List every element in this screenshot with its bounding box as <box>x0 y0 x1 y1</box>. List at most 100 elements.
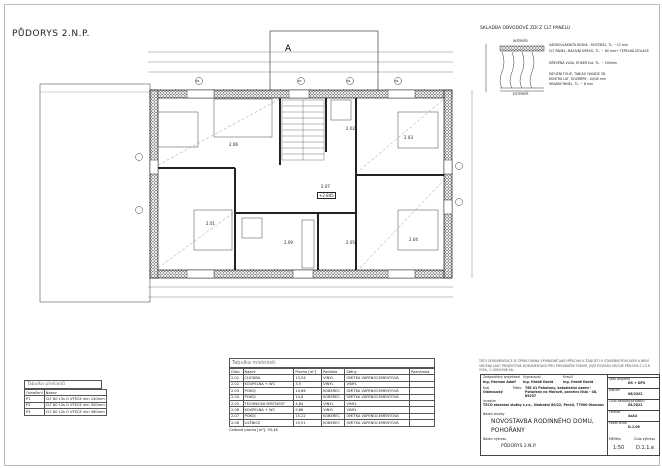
table-cell: VINYL <box>321 380 346 389</box>
table-cell <box>409 387 435 395</box>
table-cell: OMÍTKA VÁPENOCEMENTOVÁ <box>344 419 411 427</box>
table-cell: LOŽNICE <box>242 419 295 427</box>
field-value: 4xA4 <box>628 413 637 418</box>
table-cell: P3 <box>24 408 45 416</box>
title-block-field: Datum 06/2022 <box>608 388 659 397</box>
interior-label: INTERIÉR <box>513 39 528 43</box>
field-label: Číslo výkresu <box>634 437 656 441</box>
table-cell <box>409 393 435 401</box>
room-label: 2.09 <box>284 240 293 245</box>
role-label: Kreslil <box>563 375 573 379</box>
table-cell: TECHNICKÁ MÍSTNOST <box>242 399 295 408</box>
field-label: Název stavby <box>483 412 505 416</box>
axis-label: P1 <box>298 79 302 83</box>
table-cell: CLT 80 L3s O VÝŠCE min 240mm <box>43 395 107 403</box>
project-name: NOVOSTAVBA RODINNÉHO DOMU, <box>491 418 594 425</box>
header-cell: Poznámka <box>409 367 435 376</box>
balcony <box>39 83 151 303</box>
table-cell: POKOJ <box>242 393 295 401</box>
interior-walls <box>158 98 444 270</box>
role-label: Zodpovědný projektant <box>483 375 521 379</box>
header-cell: Název <box>242 367 295 376</box>
diagonal-guides <box>157 98 445 269</box>
title-block-field: Formát 4xA4 <box>608 410 659 419</box>
layer-label: DŘEVĚNÁ VLNA, ROKER Ext. TL. ~ 200mm <box>549 61 617 65</box>
lintel-table-caption: Tabulka překladů <box>24 380 102 389</box>
layer-label: HRADNÍ PANEL, TL. ~ 8 mm <box>549 82 594 86</box>
table-cell: KOBEREC <box>321 387 346 395</box>
table-cell <box>409 380 435 389</box>
axis-label: P1 <box>347 79 351 83</box>
disclaimer-note: TATO DOKUMENTACE JE ZPRACOVÁNA VÝHRADNĚ … <box>479 359 651 372</box>
axis-label: P1 <box>395 79 399 83</box>
engineer-name: Ing. Hrabě David <box>523 380 554 384</box>
room-table-caption: Tabulka místností <box>229 358 435 368</box>
field-label: Číslo zakázky/projektu <box>609 399 645 403</box>
table-cell: KOUPELNA + WC <box>242 380 295 389</box>
header-cell: Podlaha <box>321 367 346 376</box>
field-label: Datum <box>609 388 620 392</box>
composition-title: SKLADBA OBVODOVÉ ZDI Z CLT PANELU <box>480 26 571 31</box>
field-value: 04/2022 <box>628 402 643 407</box>
drawing-name: PŮDORYS 2.N.P. <box>501 444 537 449</box>
furniture <box>157 98 439 269</box>
field-value: DS + DPS <box>628 380 646 385</box>
field-label: Kraj <box>483 386 490 390</box>
table-cell: KOBEREC <box>321 393 346 401</box>
title-block: Zodpovědný projektant Vypracoval Kreslil… <box>480 374 660 456</box>
table-cell: VINYL <box>321 374 346 382</box>
drawing-title: PŮDORYS 2.N.P. <box>12 29 90 39</box>
total-area: Celková plocha [m²]: 93,46 <box>229 427 278 432</box>
field-label: Formát <box>609 410 621 414</box>
room-label: 2.05 <box>346 240 355 245</box>
engineer-name: Ing. Herman Adolf <box>483 380 516 384</box>
table-cell: KOUPELNA + WC <box>242 406 295 414</box>
room-label: 2.03 <box>404 135 413 140</box>
table-cell: 2.08 <box>229 419 244 427</box>
table-cell: VINYL <box>321 399 346 408</box>
scale: 1:50 <box>613 445 625 451</box>
table-cell: CLT 80 L3s O VÝŠCE min 360mm <box>43 408 107 416</box>
section-marker: A <box>285 44 292 54</box>
table-cell: POKOJ <box>242 387 295 395</box>
role-label: Vypracoval <box>523 375 541 379</box>
table-cell <box>409 406 435 414</box>
field-value: 06/2022 <box>628 391 643 396</box>
region: Olomoucký <box>483 390 503 394</box>
field-label: Místo <box>513 386 522 390</box>
field-label: Měřítko <box>609 437 621 441</box>
table-cell: POKOJ <box>242 412 295 421</box>
header-cell: Název <box>43 388 107 397</box>
layer-label: SÁDROVLÁKNITÁ DESKA - ROSTÍBEL, TL. ~12 … <box>549 43 629 47</box>
layer-label: DIFUZNÍ FÓLIE, TABULE FASÁDE 3D <box>549 72 606 76</box>
site: 765 01 Pohořany, katastrální území - Poh… <box>525 386 598 398</box>
table-cell <box>409 419 435 427</box>
windows <box>149 89 453 279</box>
staircase <box>281 99 325 161</box>
layer-label: CLT PANEL, MASIVNÍ DŘEVO, TL. ~ 80 mm+ T… <box>549 49 649 53</box>
room-label: 2.07 <box>321 184 330 189</box>
table-cell <box>409 374 435 382</box>
room-label: 2.06 <box>229 142 238 147</box>
field-label: Název výkresu <box>483 437 507 441</box>
table-cell: KOBEREC <box>321 419 346 427</box>
table-cell: CLT 80 L3s O VÝŠCE min 300mm <box>43 401 107 410</box>
table-cell: CHODBA <box>242 374 295 382</box>
level-mark: +2.845 <box>317 192 336 199</box>
table-cell: VINYL <box>321 406 346 414</box>
axis-markers <box>135 77 463 214</box>
